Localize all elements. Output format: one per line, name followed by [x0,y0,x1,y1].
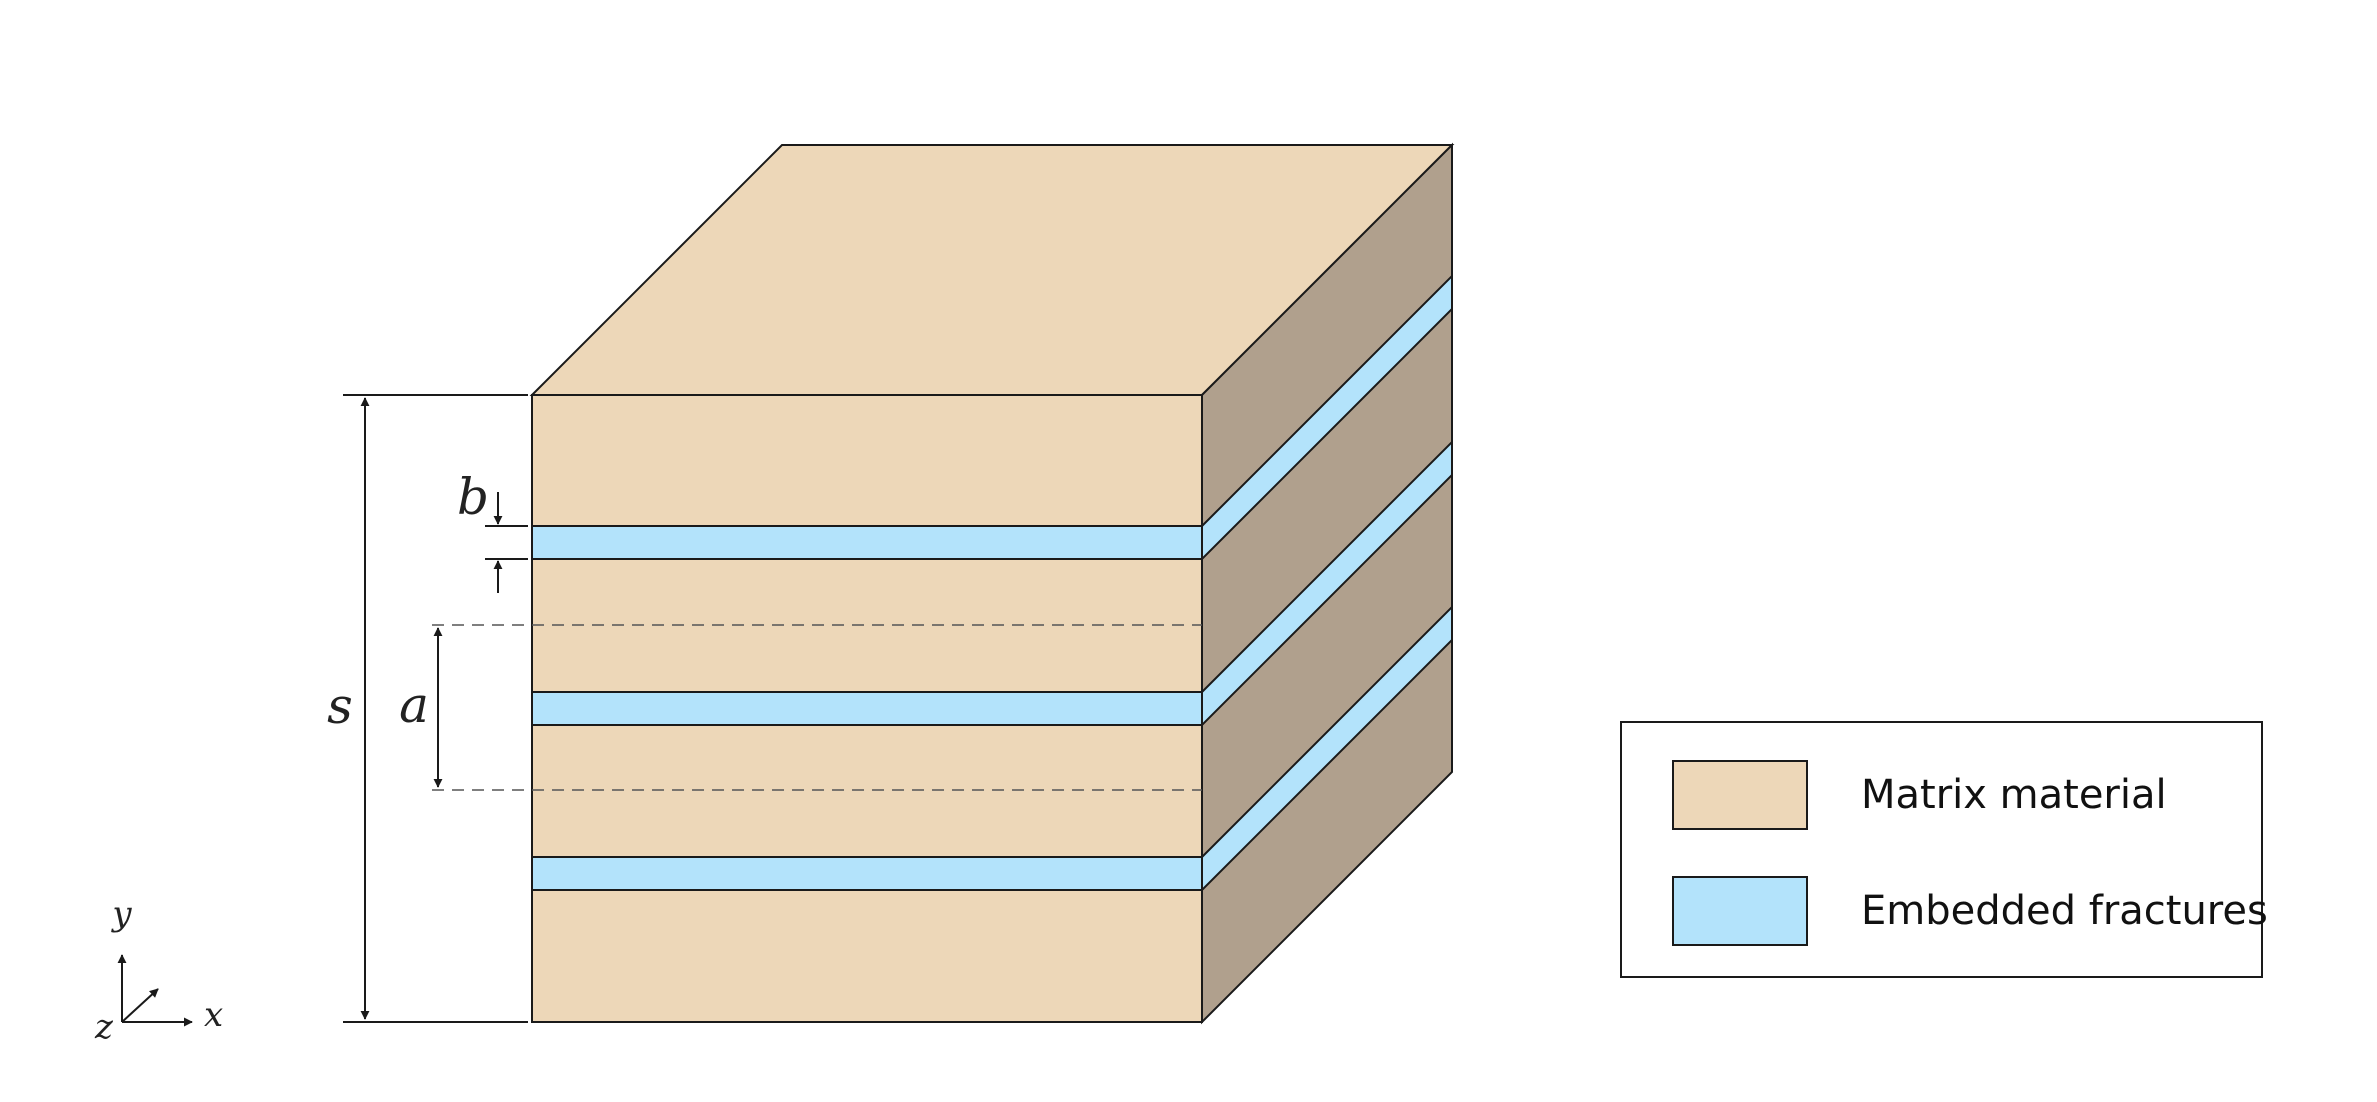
y-axis-label: y [110,894,132,934]
b-label: b [457,468,489,526]
a-label: a [399,676,429,734]
legend-label-fracture: Embedded fractures [1861,888,2268,934]
front-fracture-3 [531,856,1203,891]
front-fracture-1 [531,525,1203,560]
coordinate-axes: x y z [94,894,223,1047]
z-axis-label: z [94,1007,114,1047]
front-fracture-2 [531,691,1203,726]
x-axis-label: x [204,995,223,1035]
legend: Matrix material Embedded fractures [1620,721,2268,978]
s-label: s [327,677,353,735]
legend-swatch-fracture [1672,876,1808,946]
z-axis-arrow [121,988,159,1023]
legend-label-matrix: Matrix material [1861,772,2167,818]
legend-swatch-matrix [1672,760,1808,830]
